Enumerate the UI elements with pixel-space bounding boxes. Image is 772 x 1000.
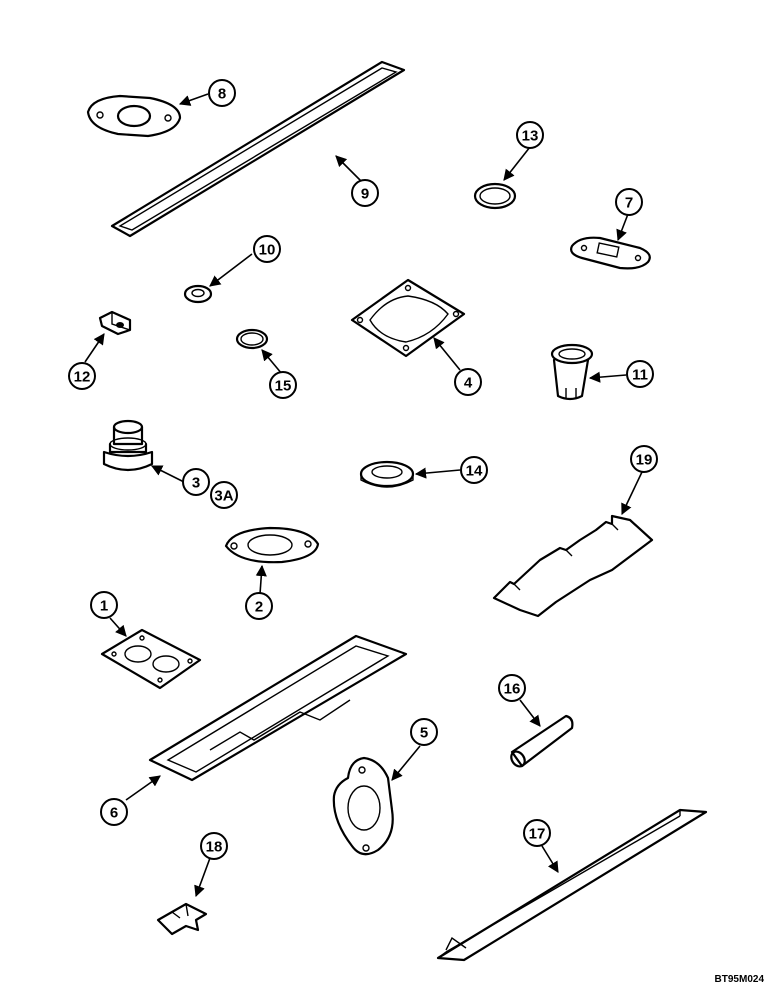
part-5-flanged-gasket (332, 756, 394, 856)
callout-1: 1 (90, 591, 118, 619)
callout-10: 10 (253, 235, 281, 263)
leader-12 (84, 333, 105, 363)
callout-14: 14 (460, 456, 488, 484)
leader-19 (621, 471, 643, 516)
part-16-pin (510, 714, 574, 768)
callout-9-label: 9 (361, 186, 369, 203)
callout-16-label: 16 (504, 681, 521, 698)
callout-11-label: 11 (632, 367, 648, 384)
callout-16: 16 (498, 674, 526, 702)
part-4-square-gasket (350, 278, 466, 358)
part-18-bracket (156, 902, 208, 936)
leader-2 (255, 564, 267, 595)
callout-17-label: 17 (529, 826, 546, 843)
callout-4-label: 4 (464, 375, 473, 392)
drawing-code: BT95M024 (715, 974, 765, 985)
part-13-o-ring (473, 182, 517, 210)
leader-4 (433, 337, 461, 371)
leader-lines (84, 93, 643, 898)
callout-18: 18 (200, 832, 228, 860)
part-3-plug (102, 419, 154, 472)
callout-5: 5 (410, 718, 438, 746)
part-12-clip (98, 310, 132, 336)
callout-17: 17 (523, 819, 551, 847)
callout-8: 8 (208, 79, 236, 107)
callout-2: 2 (245, 592, 273, 620)
callout-9: 9 (351, 179, 379, 207)
part-6-long-perforated-gasket (148, 634, 408, 782)
leader-11 (588, 371, 627, 383)
callout-15-label: 15 (275, 378, 292, 395)
part-11-sleeve (550, 343, 594, 401)
part-8-flange-gasket (86, 94, 182, 138)
callout-12: 12 (68, 362, 96, 390)
part-19-stepped-plate (492, 514, 654, 618)
leader-8 (178, 93, 209, 106)
callout-3: 3 (182, 468, 210, 496)
callout-4: 4 (454, 368, 482, 396)
callout-6-label: 6 (110, 805, 118, 822)
callout-7-label: 7 (625, 195, 633, 212)
callout-19-label: 19 (636, 452, 653, 469)
callout-6: 6 (100, 798, 128, 826)
callout-2-label: 2 (255, 599, 263, 616)
callout-3a: 3A (210, 481, 238, 509)
leader-13 (503, 146, 531, 181)
callout-8-label: 8 (218, 86, 226, 103)
part-1-two-hole-gasket (100, 628, 202, 690)
callout-15: 15 (269, 371, 297, 399)
leader-6 (125, 775, 161, 801)
callout-12-label: 12 (74, 369, 91, 386)
leader-14 (414, 467, 461, 479)
callout-11: 11 (626, 360, 654, 388)
callout-14-label: 14 (466, 463, 483, 480)
part-9-long-rectangular-gasket (110, 60, 406, 238)
leader-9 (335, 155, 363, 183)
leader-16 (519, 699, 541, 727)
leader-18 (194, 857, 211, 898)
callout-3-label: 3 (192, 475, 200, 492)
leader-15 (261, 349, 283, 375)
leader-3 (150, 465, 185, 483)
callout-3a-label: 3A (214, 488, 233, 505)
callout-13: 13 (516, 121, 544, 149)
callout-19: 19 (630, 445, 658, 473)
leader-10 (209, 253, 253, 287)
leader-17 (541, 845, 559, 873)
part-15-o-ring (235, 328, 269, 350)
part-17-channel-strip (436, 808, 708, 962)
part-10-washer (183, 284, 213, 304)
callout-10-label: 10 (259, 242, 276, 259)
callout-13-label: 13 (522, 128, 539, 145)
part-2-oval-flange-gasket (224, 526, 320, 564)
callout-7: 7 (615, 188, 643, 216)
callout-1-label: 1 (100, 598, 108, 615)
callout-18-label: 18 (206, 839, 223, 856)
leader-7 (616, 213, 629, 242)
leader-5 (391, 745, 421, 781)
part-7-plate-gasket (570, 236, 651, 270)
part-14-thick-washer (359, 460, 415, 488)
leader-1 (109, 617, 127, 637)
callout-5-label: 5 (420, 725, 428, 742)
